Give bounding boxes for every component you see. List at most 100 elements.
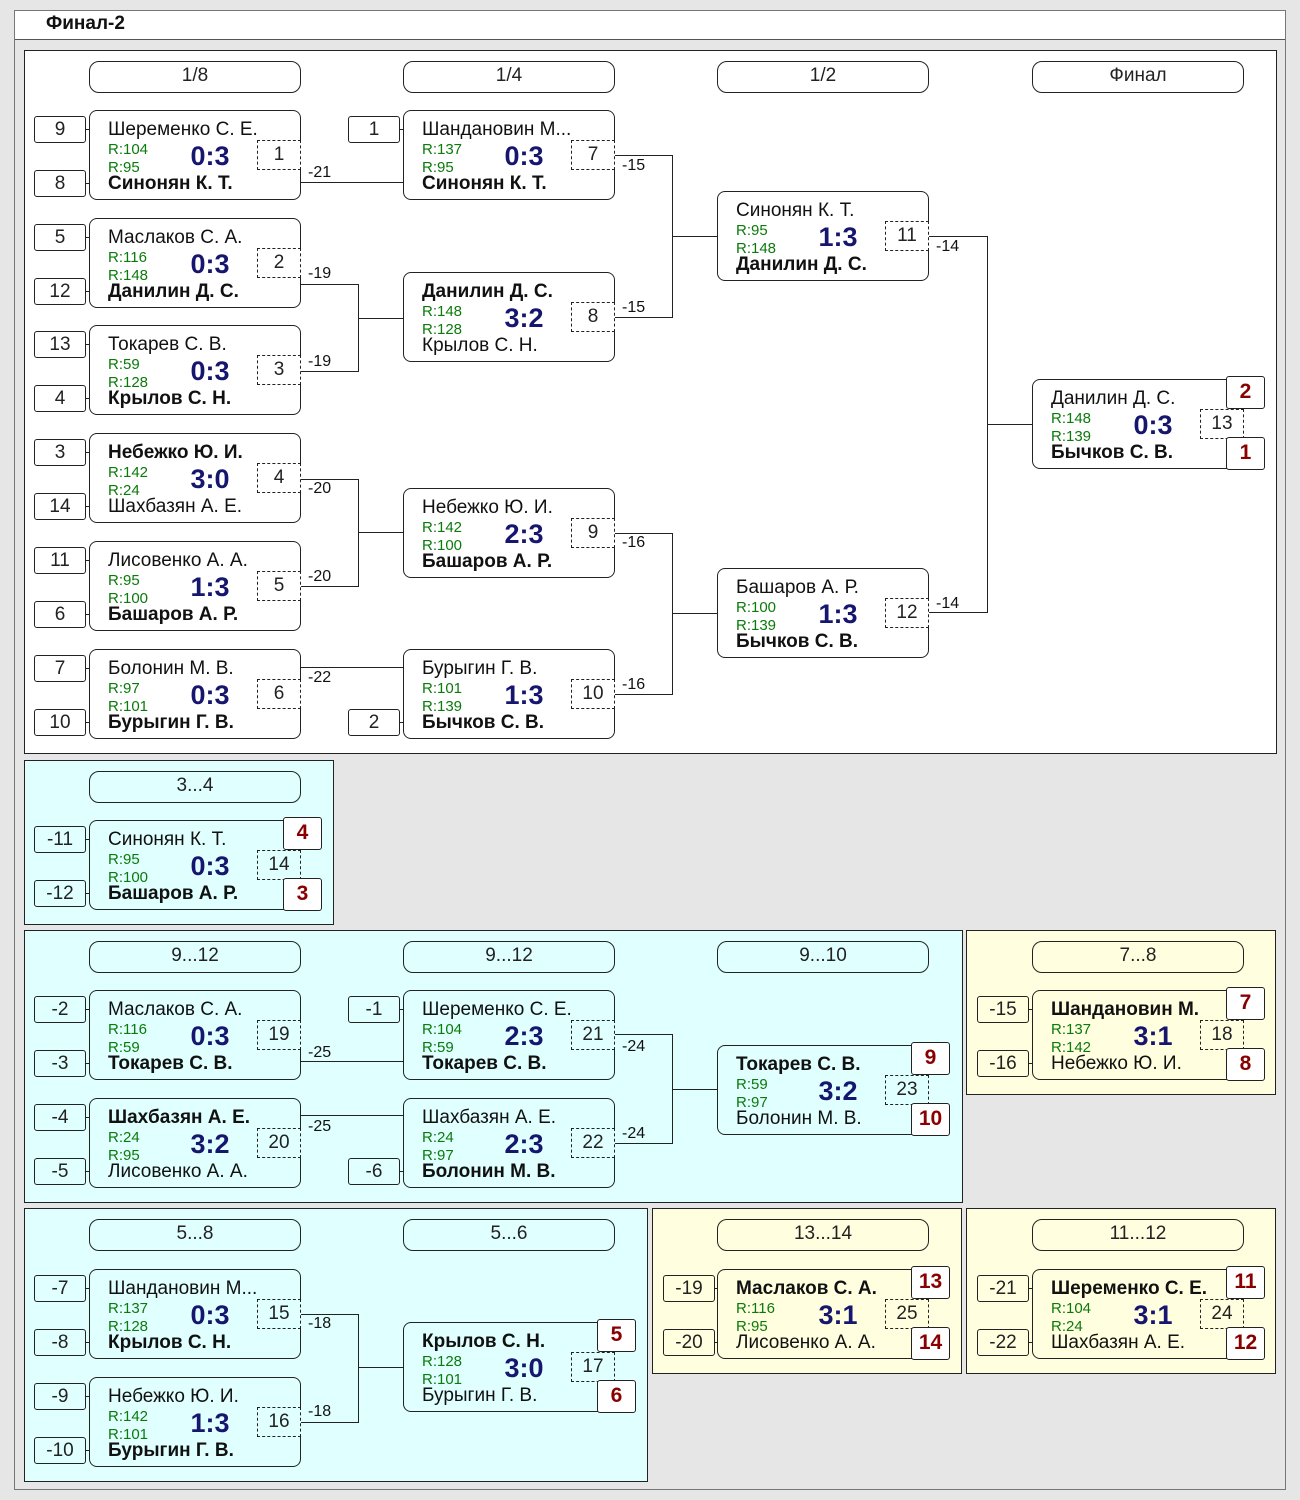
rating-bottom: R:97	[422, 1147, 454, 1164]
match-score: 0:3	[190, 141, 230, 171]
bracket-line	[672, 533, 673, 695]
loser-destination-label: -14	[936, 595, 960, 612]
rating-top: R:142	[108, 1408, 149, 1425]
rating-top: R:148	[422, 303, 463, 320]
connector	[1029, 1288, 1032, 1289]
connector	[86, 839, 89, 840]
rating-bottom: R:148	[736, 240, 777, 257]
place-badge-bottom: 8	[1226, 1048, 1265, 1081]
player-bottom: Бычков С. В.	[1051, 442, 1174, 463]
match-number: 10	[571, 679, 615, 709]
rating-bottom: R:148	[108, 267, 149, 284]
connector	[1029, 1063, 1032, 1064]
bracket-line	[301, 371, 359, 372]
player-top: Лисовенко А. А.	[108, 550, 248, 571]
seed-slot: 7	[34, 655, 86, 682]
connector	[1029, 1009, 1032, 1010]
connector	[86, 398, 89, 399]
rating-bottom: R:128	[108, 374, 149, 391]
player-top: Синонян К. Т.	[736, 200, 855, 221]
place-badge-top: 4	[283, 817, 322, 850]
connector	[86, 1117, 89, 1118]
seed-slot: 6	[34, 601, 86, 628]
connector	[1029, 1342, 1032, 1343]
bracket-line	[615, 1034, 673, 1035]
seed-slot: 4	[34, 385, 86, 412]
connector	[86, 560, 89, 561]
player-bottom: Башаров А. Р.	[422, 551, 553, 572]
player-bottom: Токарев С. В.	[108, 1053, 233, 1074]
player-bottom: Бурыгин Г. В.	[108, 712, 234, 733]
player-top: Шандановин М...	[108, 1278, 258, 1299]
seed-slot: 2	[348, 709, 400, 736]
seed-slot: 9	[34, 116, 86, 143]
player-top: Шеременко С. Е.	[108, 119, 258, 140]
rating-top: R:95	[108, 572, 140, 589]
player-bottom: Бурыгин Г. В.	[422, 1385, 538, 1406]
player-bottom: Лисовенко А. А.	[736, 1332, 876, 1353]
player-bottom: Шахбазян А. Е.	[1051, 1332, 1186, 1353]
rating-top: R:100	[736, 599, 777, 616]
seed-slot: -4	[34, 1104, 86, 1131]
player-top: Бурыгин Г. В.	[422, 658, 538, 679]
rating-top: R:142	[422, 519, 463, 536]
match-score: 3:1	[818, 1300, 858, 1330]
bracket-line	[358, 284, 359, 372]
rating-bottom: R:95	[108, 159, 140, 176]
player-bottom: Лисовенко А. А.	[108, 1161, 248, 1182]
rating-bottom: R:100	[108, 590, 149, 607]
place-badge-top: 9	[911, 1042, 950, 1075]
bracket-line	[301, 586, 359, 587]
bracket-line	[301, 182, 403, 183]
connector	[86, 129, 89, 130]
match-box-8[interactable]	[403, 272, 615, 362]
rating-top: R:142	[108, 464, 149, 481]
match-score: 0:3	[504, 141, 544, 171]
seed-slot: -11	[34, 826, 86, 853]
match-number: 12	[885, 598, 929, 628]
match-score: 0:3	[190, 1021, 230, 1051]
match-number: 18	[1200, 1020, 1244, 1050]
match-score: 1:3	[818, 599, 858, 629]
seed-slot: -19	[663, 1275, 715, 1302]
player-bottom: Крылов С. Н.	[108, 1332, 232, 1353]
player-bottom: Синонян К. Т.	[108, 173, 233, 194]
match-number: 23	[885, 1075, 929, 1105]
rating-bottom: R:128	[108, 1318, 149, 1335]
rating-bottom: R:24	[108, 482, 140, 499]
player-top: Шандановин М...	[422, 119, 572, 140]
rating-top: R:97	[108, 680, 140, 697]
player-top: Данилин Д. С.	[1051, 388, 1176, 409]
player-bottom: Башаров А. Р.	[108, 604, 239, 625]
bracket-line	[987, 424, 1032, 425]
rating-top: R:95	[108, 851, 140, 868]
loser-destination-label: -20	[308, 480, 332, 497]
place-badge-bottom: 6	[597, 1380, 636, 1413]
rating-top: R:59	[736, 1076, 768, 1093]
player-bottom: Данилин Д. С.	[736, 254, 867, 275]
player-bottom: Синонян К. Т.	[422, 173, 547, 194]
match-number: 17	[571, 1352, 615, 1382]
rating-bottom: R:59	[422, 1039, 454, 1056]
rating-top: R:137	[1051, 1021, 1092, 1038]
match-score: 2:3	[504, 519, 544, 549]
rating-top: R:24	[422, 1129, 454, 1146]
place-badge-bottom: 12	[1226, 1327, 1265, 1360]
seed-slot: 12	[34, 278, 86, 305]
round-header: 1/8	[89, 61, 301, 93]
place-badge-bottom: 1	[1226, 437, 1265, 470]
player-bottom: Крылов С. Н.	[108, 388, 232, 409]
loser-destination-label: -16	[622, 534, 646, 551]
player-bottom: Шахбазян А. Е.	[108, 496, 243, 517]
match-score: 0:3	[190, 249, 230, 279]
match-score: 3:0	[504, 1353, 544, 1383]
bracket-line	[615, 1143, 673, 1144]
rating-top: R:59	[108, 356, 140, 373]
match-score: 2:3	[504, 1021, 544, 1051]
connector	[86, 1288, 89, 1289]
seed-slot: -10	[34, 1437, 86, 1464]
player-bottom: Болонин М. В.	[422, 1161, 556, 1182]
round-header: 3...4	[89, 771, 301, 803]
seed-slot: -9	[34, 1383, 86, 1410]
loser-destination-label: -24	[622, 1038, 646, 1055]
